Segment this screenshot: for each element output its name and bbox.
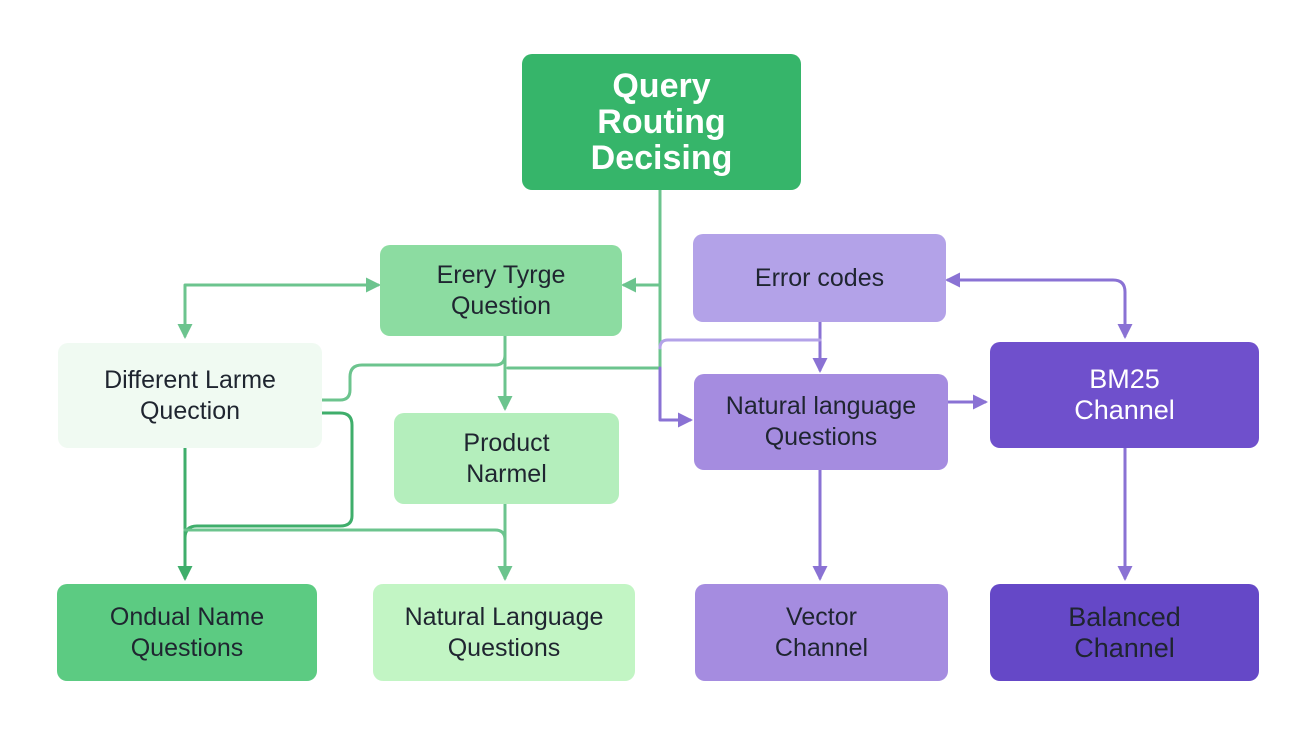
node-erery-tyrge-question-label: Erery Tyrge Question xyxy=(436,260,566,320)
node-product-narmel-label: Product Narmel xyxy=(463,428,550,488)
edge-different-larme-loop-to-ondual-name xyxy=(183,411,354,540)
node-bm25-channel-label: BM25 Channel xyxy=(1074,364,1175,425)
edge-root-to-natural-language-purple-branch xyxy=(658,366,693,428)
node-balanced-channel: Balanced Channel xyxy=(990,584,1259,681)
node-query-routing-decising-label: Query Routing Decising xyxy=(590,67,733,177)
node-error-codes: Error codes xyxy=(693,234,946,322)
node-query-routing-decising: Query Routing Decising xyxy=(522,54,801,190)
edge-error-codes-to-bm25 xyxy=(945,272,1133,339)
node-bm25-channel: BM25 Channel xyxy=(990,342,1259,448)
node-different-larme-quection-label: Different Larme Quection xyxy=(104,365,276,425)
edge-to-natural-language-green xyxy=(183,528,513,581)
node-different-larme-quection: Different Larme Quection xyxy=(58,343,322,448)
node-vector-channel-label: Vector Channel xyxy=(774,602,869,662)
node-erery-tyrge-question: Erery Tyrge Question xyxy=(380,245,622,336)
node-natural-language-questions-green: Natural Language Questions xyxy=(373,584,635,681)
node-ondual-name-questions-label: Ondual Name Questions xyxy=(109,602,265,662)
node-error-codes-label: Error codes xyxy=(754,263,885,292)
edge-query-type-to-different-larme-loop xyxy=(320,334,507,402)
node-vector-channel: Vector Channel xyxy=(695,584,948,681)
edge-root-to-query-type xyxy=(621,188,662,293)
node-natural-language-questions-purple: Natural language Questions xyxy=(694,374,948,470)
node-natural-language-questions-green-label: Natural Language Questions xyxy=(404,602,604,662)
edge-error-codes-link xyxy=(658,338,822,350)
node-natural-language-questions-purple-label: Natural language Questions xyxy=(725,392,917,451)
node-ondual-name-questions: Ondual Name Questions xyxy=(57,584,317,681)
node-balanced-channel-label: Balanced Channel xyxy=(1068,601,1181,663)
edge-query-type-to-different-larme xyxy=(177,277,381,339)
node-product-narmel: Product Narmel xyxy=(394,413,619,504)
